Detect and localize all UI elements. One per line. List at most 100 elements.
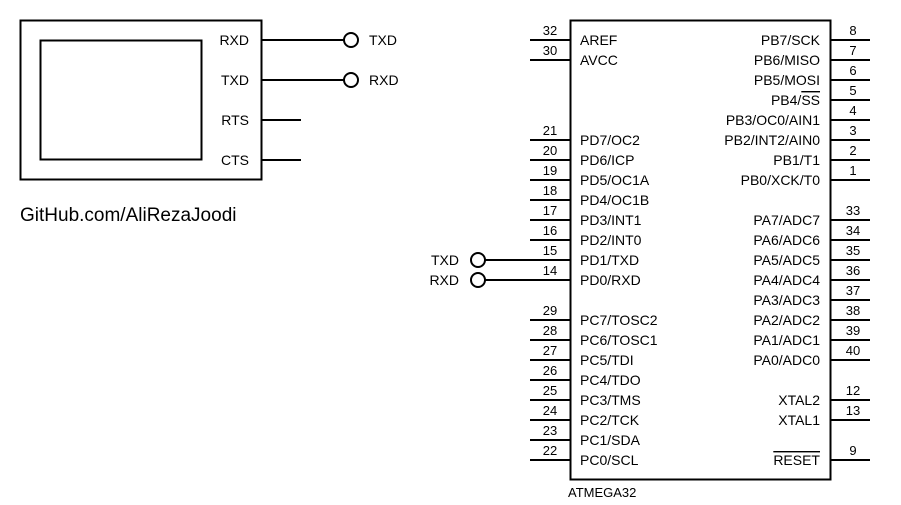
mcu-terminal-rxd-label: RXD [429,272,459,288]
serial-terminal-txd-label: TXD [369,32,397,48]
pin-label-text: XTAL2 [778,392,820,408]
pin-label-text: PA2/ADC2 [753,312,820,328]
pin-label-text: PA5/ADC5 [753,252,820,268]
pin-label: PD3/INT1 [580,212,642,228]
pin-label: PC1/SDA [580,432,641,448]
pin-label-text: XTAL1 [778,412,820,428]
pin-label: AREF [580,32,617,48]
pin-label: PB7/SCK [761,32,821,48]
pin-label-text: PA1/ADC1 [753,332,820,348]
pin-label-text: PB0/XCK/T0 [741,172,821,188]
pin-number: 2 [849,143,856,158]
serial-pin-cts-label: CTS [221,152,249,168]
pin-label-overbar: SS [801,92,820,108]
pin-number: 8 [849,23,856,38]
pin-label: PB6/MISO [754,52,820,68]
pin-label-text: PA3/ADC3 [753,292,820,308]
pin-number: 25 [543,383,557,398]
serial-rxd-terminal [343,32,359,48]
pin-label-text: PA6/ADC6 [753,232,820,248]
pin-label: PD1/TXD [580,252,639,268]
pin-label: PB1/T1 [773,152,820,168]
pin-label: PC3/TMS [580,392,641,408]
pin-label: PC5/TDI [580,352,634,368]
pin-label: PD0/RXD [580,272,641,288]
pin-number: 30 [543,43,557,58]
pin-number: 28 [543,323,557,338]
pin-number: 13 [846,403,860,418]
serial-port-screen [39,39,203,161]
pin-label-text: PB7/SCK [761,32,821,48]
pin-label: PB0/XCK/T0 [741,172,821,188]
atmega32-chip-body [569,19,832,481]
pin-number: 27 [543,343,557,358]
pin-number: 5 [849,83,856,98]
pin-label-text: PB1/T1 [773,152,820,168]
pin-number: 32 [543,23,557,38]
pin-number: 16 [543,223,557,238]
pin-label: PA5/ADC5 [753,252,820,268]
pin-label-text: PB2/INT2/AIN0 [724,132,820,148]
pin-label: PA3/ADC3 [753,292,820,308]
pin-number: 35 [846,243,860,258]
pin-label: XTAL1 [778,412,820,428]
pin-label-text: PB3/OC0/AIN1 [726,112,820,128]
pin-label: PB5/MOSI [754,72,820,88]
pin-label: AVCC [580,52,618,68]
pin-number: 17 [543,203,557,218]
pin-number: 15 [543,243,557,258]
pin-number: 37 [846,283,860,298]
pin-label-text: PB5/MOSI [754,72,820,88]
pin-label: PA6/ADC6 [753,232,820,248]
pin-number: 7 [849,43,856,58]
pin-label-overbar: RESET [773,452,820,468]
pin-number: 1 [849,163,856,178]
pin-label: PA1/ADC1 [753,332,820,348]
pin-number: 33 [846,203,860,218]
pin-label: PD2/INT0 [580,232,642,248]
pin-label: PD4/OC1B [580,192,649,208]
pin-label: PD7/OC2 [580,132,640,148]
pin-label: RESET [773,452,820,468]
pin-label-text: PA7/ADC7 [753,212,820,228]
mcu-terminal-rxd [470,272,486,288]
pin-label: PB4/SS [771,92,820,108]
pin-number: 40 [846,343,860,358]
mcu-terminal-txd [470,252,486,268]
pin-number: 6 [849,63,856,78]
pin-number: 18 [543,183,557,198]
serial-terminal-rxd-label: RXD [369,72,399,88]
pin-number: 21 [543,123,557,138]
pin-number: 14 [543,263,557,278]
serial-txd-terminal [343,72,359,88]
pin-number: 38 [846,303,860,318]
pin-number: 39 [846,323,860,338]
pin-number: 22 [543,443,557,458]
pin-label: PC2/TCK [580,412,640,428]
pin-label: PB2/INT2/AIN0 [724,132,820,148]
pin-label: PB3/OC0/AIN1 [726,112,820,128]
pin-label: PC4/TDO [580,372,641,388]
